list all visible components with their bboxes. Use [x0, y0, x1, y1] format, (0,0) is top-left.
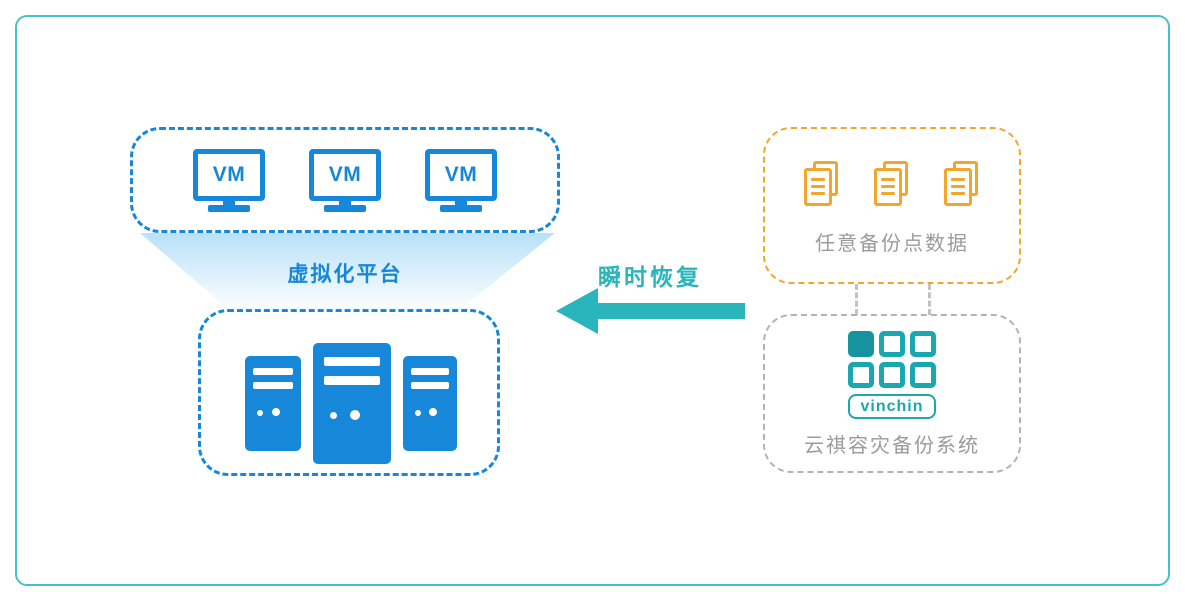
server-slot [323, 376, 381, 385]
document-front-sheet [874, 168, 902, 206]
backup-documents-row [804, 161, 980, 207]
vm-monitor-neck [455, 200, 467, 205]
server-slot [410, 382, 450, 389]
vinchin-logo-grid-icon [848, 331, 936, 388]
backup-data-box: 任意备份点数据 [763, 127, 1021, 284]
backup-data-label: 任意备份点数据 [815, 233, 969, 255]
vm-monitor-base [208, 204, 250, 212]
outer-frame [15, 15, 1170, 586]
vm-monitor-icon: VM [425, 148, 497, 212]
vm-monitor-icon: VM [193, 148, 265, 212]
logo-cell [848, 331, 874, 357]
vinchin-wordmark: vinchin [848, 394, 936, 419]
vm-monitor-base [440, 204, 482, 212]
server-tower-icon [313, 343, 391, 464]
left-arrow-head-icon [556, 288, 598, 334]
server-tower-icon [245, 356, 301, 451]
system-label: 云祺容灾备份系统 [804, 435, 980, 457]
vinchin-system-box: vinchin 云祺容灾备份系统 [763, 314, 1021, 473]
logo-cell [879, 331, 905, 357]
document-front-sheet [944, 168, 972, 206]
server-dot [271, 408, 280, 417]
vm-screen-label: VM [425, 148, 497, 201]
logo-cell [910, 331, 936, 357]
vm-monitor-base [324, 204, 366, 212]
vm-screen-label: VM [309, 148, 381, 201]
logo-cell [910, 362, 936, 388]
vm-platform-box: VM VM VM [130, 127, 560, 233]
server-dot [330, 411, 338, 419]
server-slot [410, 368, 450, 375]
server-dot [350, 409, 361, 420]
vm-monitor-neck [223, 200, 235, 205]
logo-cell [848, 362, 874, 388]
vm-screen-label: VM [193, 148, 265, 201]
server-dot [414, 410, 421, 417]
server-dot [257, 410, 264, 417]
left-arrow-icon [597, 303, 745, 319]
server-slot [323, 357, 381, 366]
server-dot [428, 408, 437, 417]
server-box [198, 309, 500, 476]
document-icon [944, 161, 980, 207]
server-slot [252, 382, 294, 389]
logo-cell [879, 362, 905, 388]
vm-monitor-neck [339, 200, 351, 205]
document-icon [874, 161, 910, 207]
recovery-label: 瞬时恢复 [598, 264, 702, 290]
vm-monitor-icon: VM [309, 148, 381, 212]
connector-line [855, 284, 858, 315]
document-front-sheet [804, 168, 832, 206]
server-slot [252, 368, 294, 375]
document-icon [804, 161, 840, 207]
connector-line [928, 284, 931, 315]
platform-label: 虚拟化平台 [287, 263, 403, 286]
server-tower-icon [403, 356, 457, 451]
